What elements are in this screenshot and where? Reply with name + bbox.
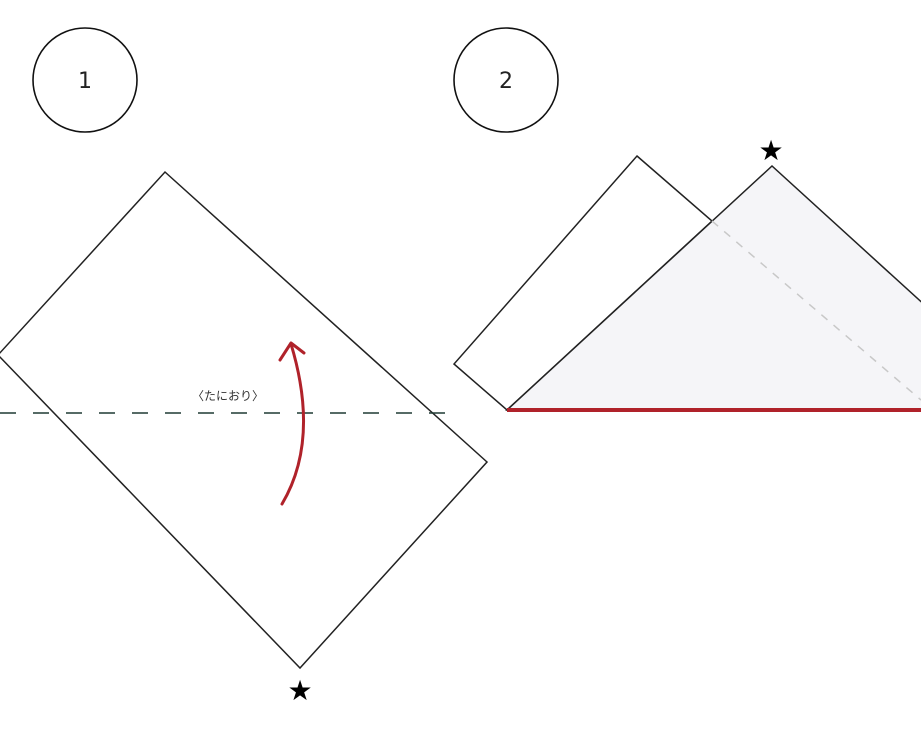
paper-rectangle — [0, 170, 489, 670]
step-2-number: 2 — [499, 69, 513, 94]
fold-arrow-head-icon — [278, 341, 306, 362]
valley-fold-label: 〈たにおり〉 — [192, 389, 264, 403]
step-1: 1 〈たにおり〉 ★ — [0, 27, 489, 707]
step-1-circle — [32, 27, 138, 133]
step-1-number: 1 — [78, 69, 92, 94]
star-icon: ★ — [758, 134, 783, 167]
step-2-circle — [453, 27, 559, 133]
hidden-edge-line — [711, 220, 921, 401]
fold-arrow — [280, 342, 306, 506]
step-2: 2 ★ — [452, 27, 921, 412]
star-icon: ★ — [287, 674, 312, 707]
